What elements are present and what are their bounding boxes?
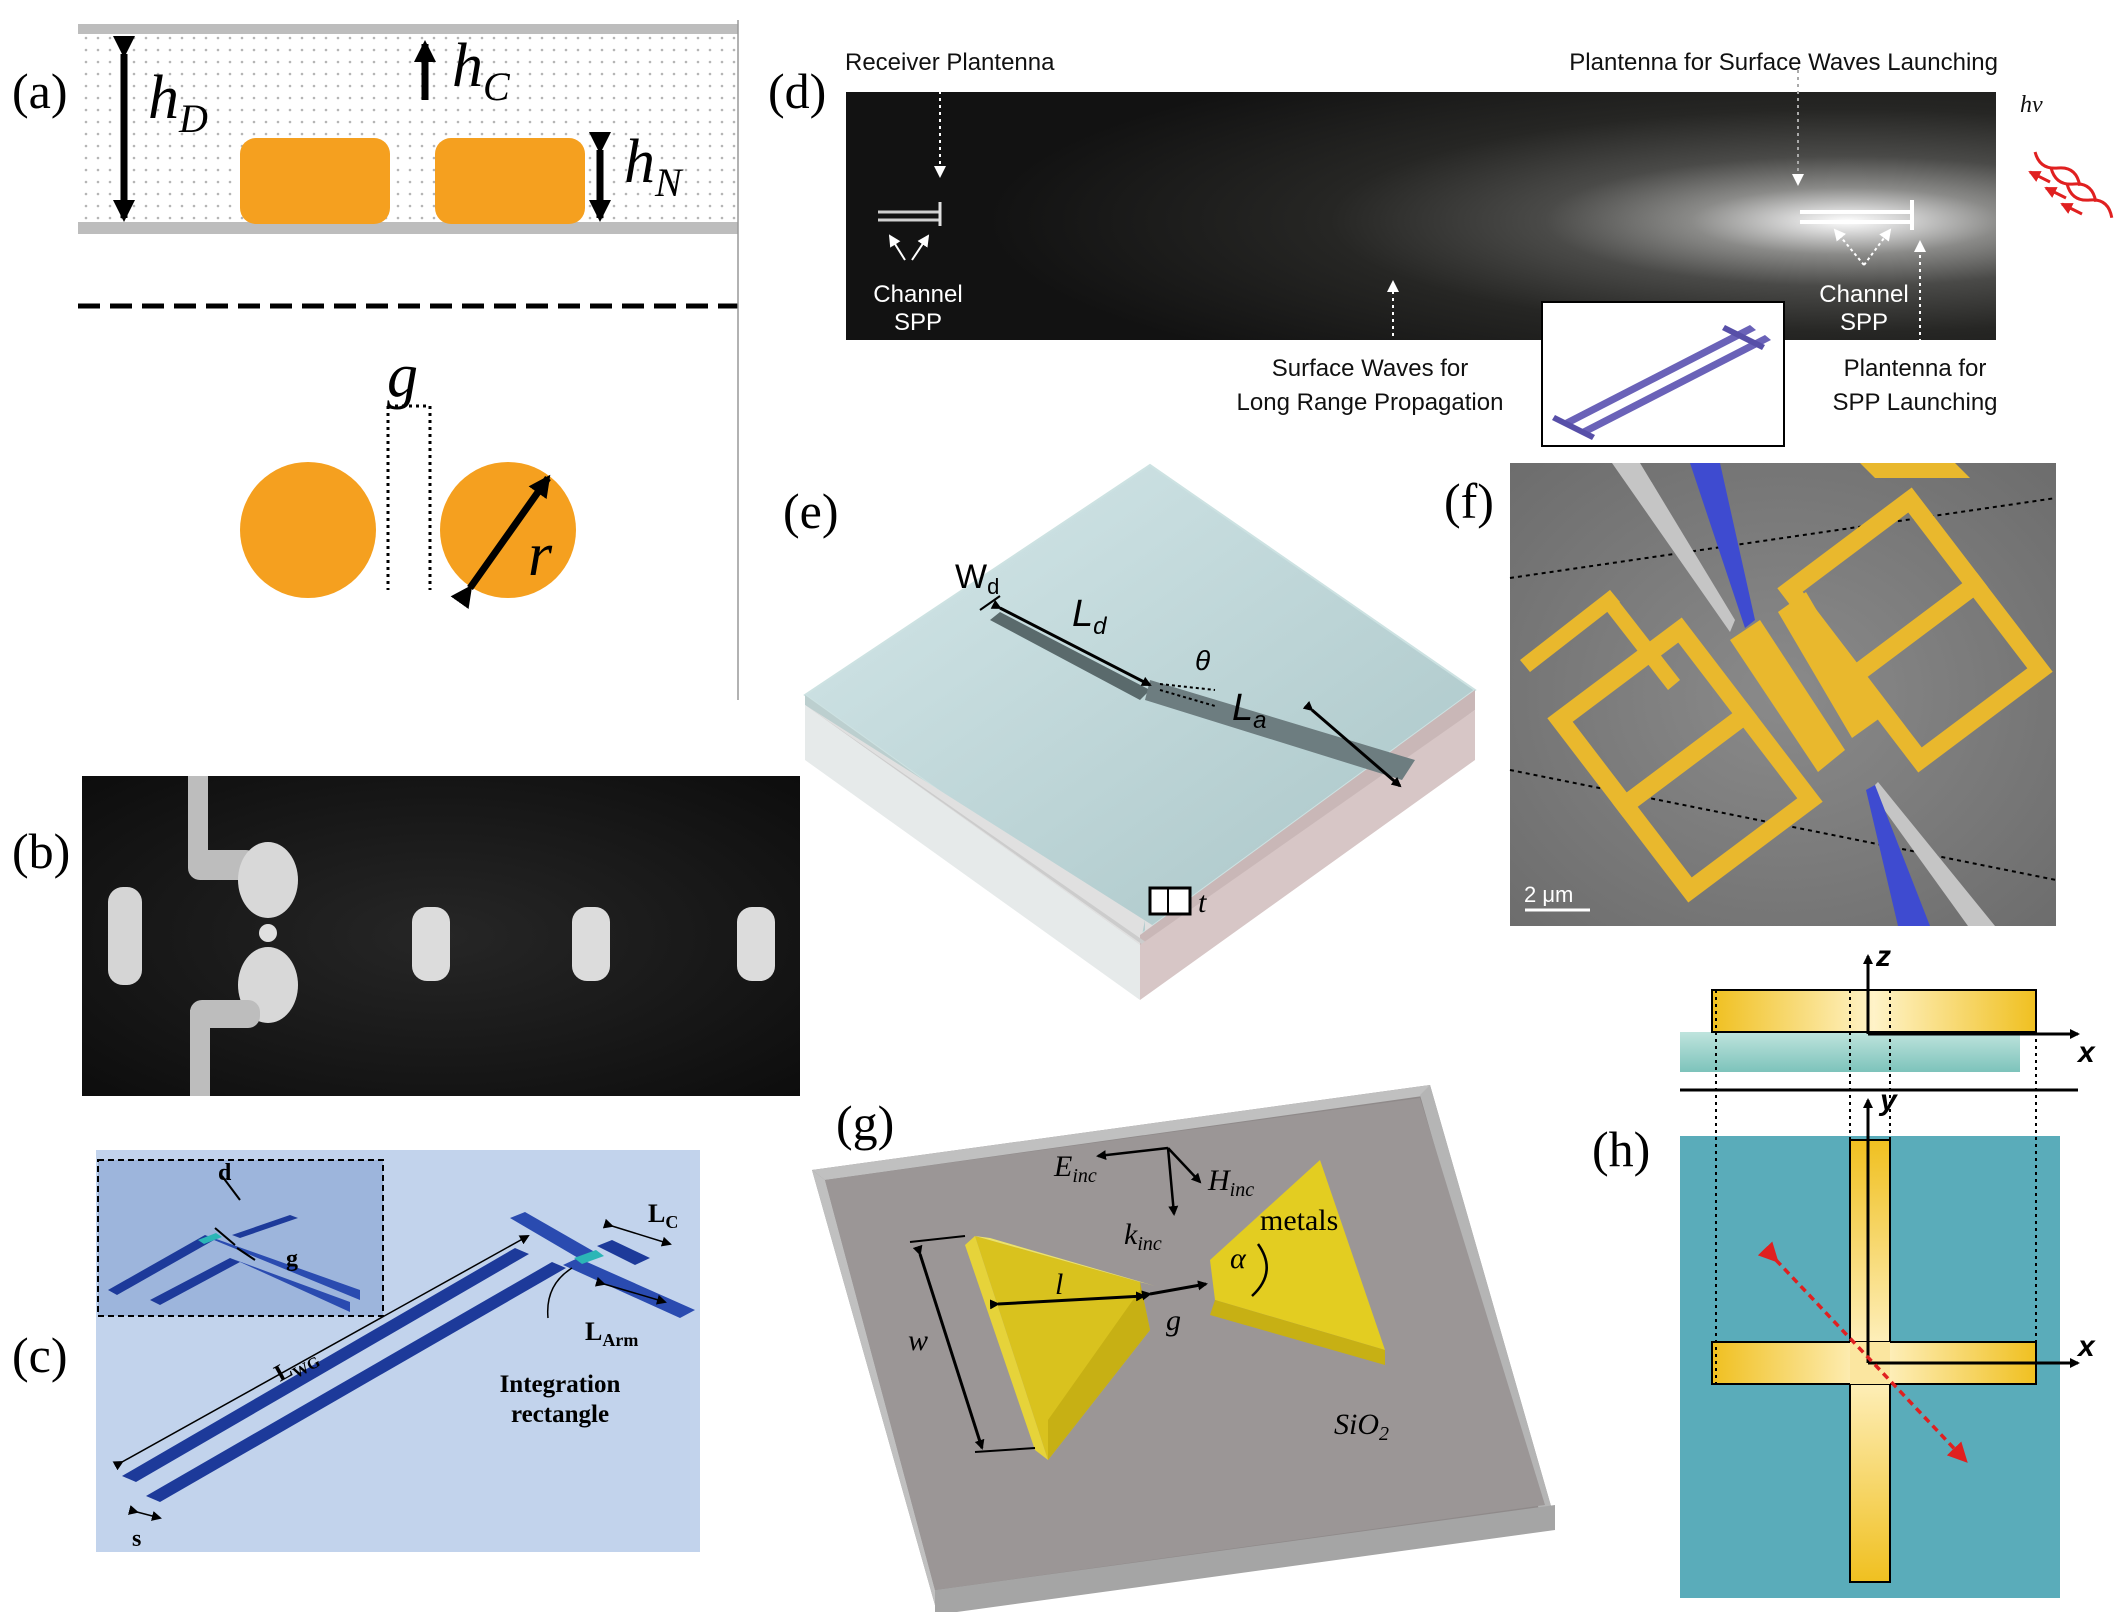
y-axis-label: y bbox=[1878, 1084, 1898, 1117]
Wd-label: Wd bbox=[955, 558, 999, 599]
z-axis-label: z bbox=[1875, 940, 1891, 973]
substrate-sio2 bbox=[825, 1098, 1545, 1590]
La-label: La bbox=[1232, 687, 1267, 734]
gap-label: g bbox=[387, 342, 418, 410]
x-axis-label-bottom: x bbox=[2076, 1330, 2096, 1363]
panel-label-c: (c) bbox=[12, 1327, 68, 1383]
surface-waves-label-2: Long Range Propagation bbox=[1237, 389, 1504, 416]
sio2-label: SiO2 bbox=[1334, 1408, 1389, 1445]
theta-label: θ bbox=[1195, 645, 1210, 676]
nanodisk-left bbox=[240, 462, 376, 598]
surface-waves-label-1: Surface Waves for bbox=[1272, 355, 1469, 382]
t-label: t bbox=[1198, 886, 1207, 919]
panel-label-d: (d) bbox=[768, 63, 826, 119]
receiver-label: Receiver Plantenna bbox=[845, 49, 1055, 76]
radius-arrow bbox=[450, 474, 551, 610]
panel-f: 2 μm bbox=[1509, 463, 2057, 926]
metals-label: metals bbox=[1260, 1204, 1338, 1237]
s-label: s bbox=[132, 1526, 141, 1552]
channel-label-2a: Channel bbox=[1819, 281, 1908, 308]
panel-label-e: (e) bbox=[783, 483, 839, 539]
Einc-label: Einc bbox=[1053, 1150, 1097, 1187]
panel-label-h: (h) bbox=[1592, 1121, 1650, 1177]
panel-e: Wd Ld θ La t bbox=[803, 463, 1477, 1000]
alpha-label: α bbox=[1230, 1242, 1247, 1275]
LC-label: LC bbox=[648, 1199, 678, 1232]
l-label: l bbox=[1055, 1268, 1063, 1301]
panel-g: Einc Hinc kinc metals α w l g SiO2 bbox=[812, 1085, 1555, 1612]
g-label: g bbox=[1166, 1304, 1181, 1337]
polarization-arrow bbox=[1757, 1241, 1968, 1463]
channel-label-1a: Channel bbox=[873, 281, 962, 308]
panel-c: d g LWG LC LArm Integration rectangle s bbox=[96, 1150, 700, 1552]
hD-label: hD bbox=[148, 64, 208, 141]
w-label: w bbox=[908, 1324, 928, 1357]
Ld-label: Ld bbox=[1072, 593, 1107, 640]
panel-a: hD hC hN g r bbox=[78, 20, 739, 700]
panel-d: Receiver Plantenna Plantenna for Surface… bbox=[845, 49, 2114, 447]
panel-label-b: (b) bbox=[12, 823, 70, 879]
x-axis-label-top: x bbox=[2076, 1036, 2096, 1069]
inset-d-label: d bbox=[218, 1160, 232, 1186]
nanoparticle-right-side bbox=[435, 138, 585, 224]
inset-g-label: g bbox=[286, 1246, 298, 1272]
channel-label-1b: SPP bbox=[894, 309, 942, 336]
panel-label-a: (a) bbox=[12, 63, 68, 119]
integration-label-1: Integration bbox=[500, 1371, 621, 1398]
panel-label-g: (g) bbox=[836, 1095, 894, 1151]
channel-label-2b: SPP bbox=[1840, 309, 1888, 336]
LArm-label: LArm bbox=[585, 1317, 638, 1350]
scale-bar-label: 2 μm bbox=[1524, 882, 1573, 907]
hC-label: hC bbox=[452, 32, 511, 109]
field-map-d bbox=[846, 92, 1996, 340]
panel-h: z x y x bbox=[1680, 940, 2096, 1598]
nanoparticle-left-side bbox=[240, 138, 390, 224]
spp-launching-label-2: SPP Launching bbox=[1832, 389, 1997, 416]
panel-label-f: (f) bbox=[1444, 473, 1494, 529]
integration-label-2: rectangle bbox=[511, 1401, 609, 1428]
hv-label: hv bbox=[2020, 92, 2043, 118]
launching-label: Plantenna for Surface Waves Launching bbox=[1569, 49, 1998, 76]
radius-label: r bbox=[528, 521, 553, 589]
hN-label: hN bbox=[624, 128, 684, 205]
Hinc-label: Hinc bbox=[1207, 1164, 1254, 1201]
spp-launching-label-1: Plantenna for bbox=[1844, 355, 1987, 382]
kinc-label: kinc bbox=[1124, 1218, 1162, 1255]
panel-b bbox=[82, 776, 800, 1096]
